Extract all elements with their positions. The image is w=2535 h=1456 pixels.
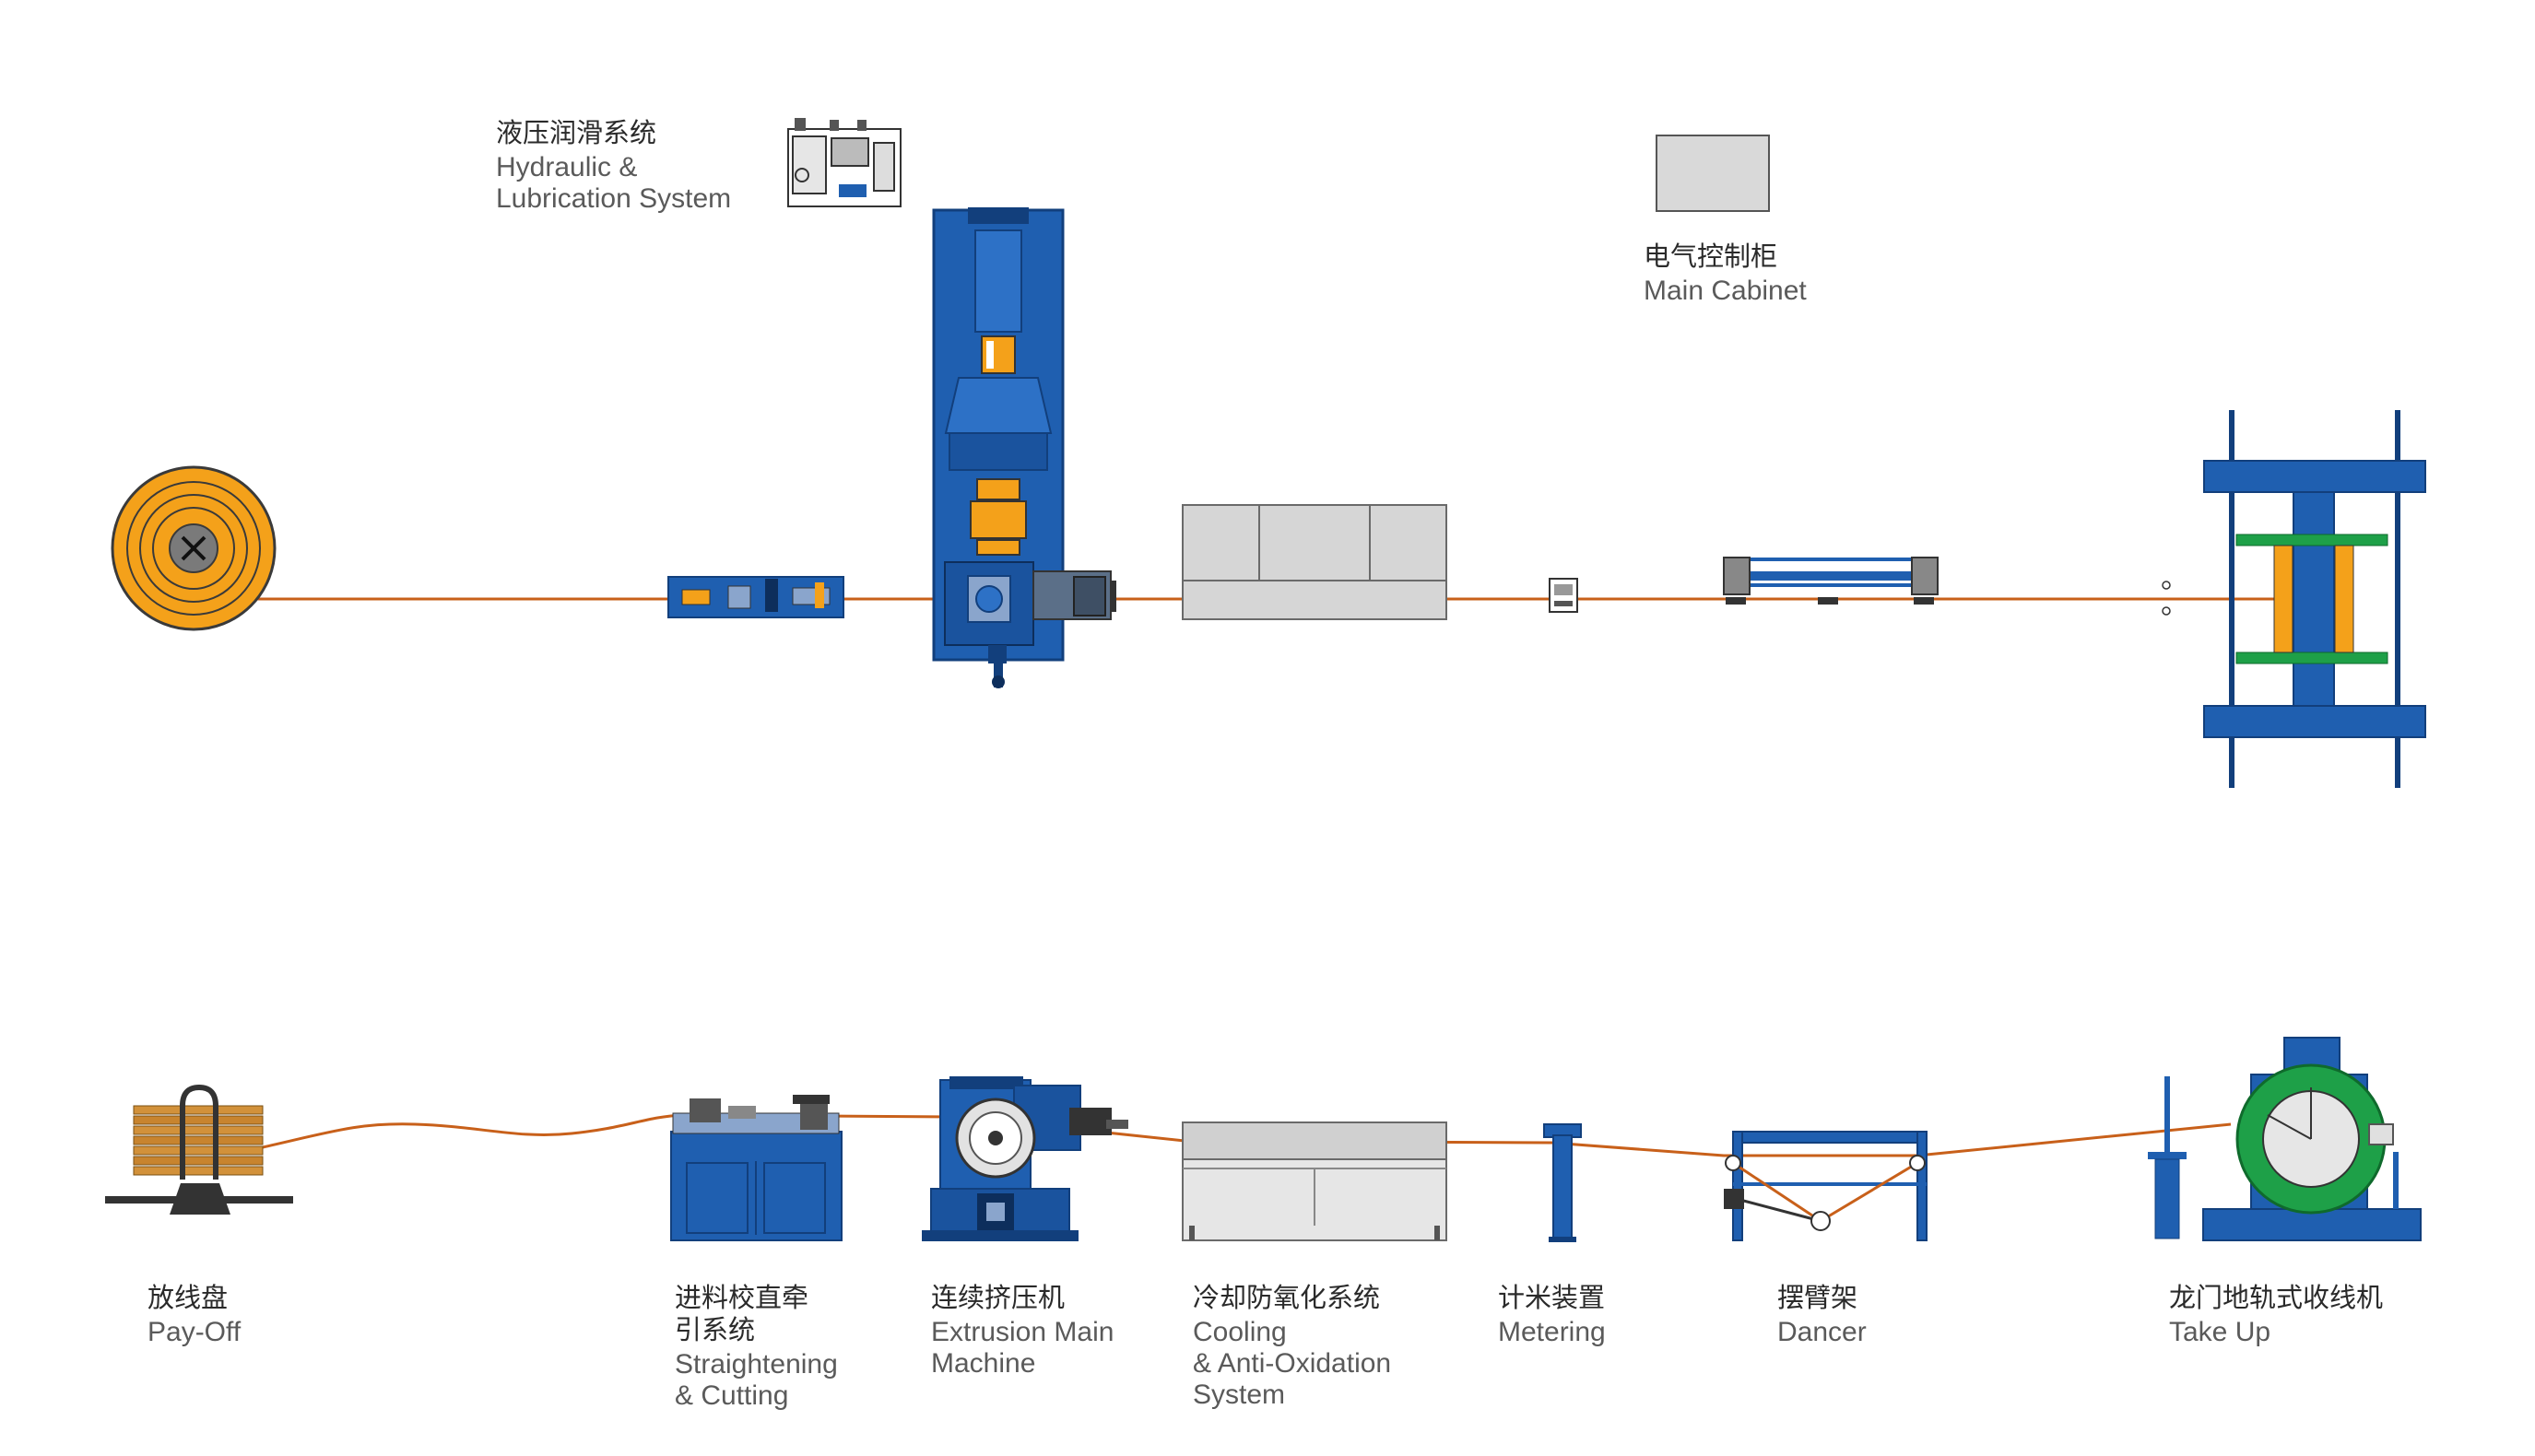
label-cooling-en-2: & Anti-Oxidation [1193,1348,1392,1379]
label-metering-zh: 计米装置 [1498,1282,1606,1313]
label-extrusion-en-2: Machine [931,1348,1036,1379]
straightener-top [667,576,844,618]
label-extrusion-zh: 连续挤压机 [931,1282,1066,1313]
metering-top [1549,578,1578,613]
label-hydraulic-en-2: Lubrication System [496,183,732,214]
label-payoff: 放线盘 Pay-Off [147,1285,241,1350]
label-extrusion-en-1: Extrusion Main [931,1317,1114,1347]
cooling-tank-top [1182,504,1447,620]
label-metering: 计米装置 Metering [1498,1285,1606,1350]
take-up-top [2162,410,2426,788]
label-dancer-en: Dancer [1777,1317,1867,1347]
label-straightening-zh-2: 引系统 [675,1314,756,1345]
label-cooling-en-3: System [1193,1380,1286,1410]
label-cooling-en-1: Cooling [1193,1317,1287,1347]
label-straightening-zh-1: 进料校直牵 [675,1282,809,1313]
side-view [105,1037,2422,1242]
label-metering-en: Metering [1498,1317,1606,1347]
label-cooling: 冷却防氧化系统 Cooling & Anti-Oxidation System [1193,1285,1391,1413]
label-cooling-zh: 冷却防氧化系统 [1193,1282,1381,1313]
label-takeup: 龙门地轨式收线机 Take Up [2169,1285,2383,1350]
extrusion-machine-top [932,207,1116,688]
top-view [111,118,2426,788]
label-hydraulic: 液压润滑系统 Hydraulic & Lubrication System [496,120,731,217]
label-cabinet-zh: 电气控制柜 [1644,241,1778,272]
label-straightening-en-2: & Cutting [675,1380,789,1411]
label-cabinet: 电气控制柜 Main Cabinet [1644,243,1807,309]
label-payoff-zh: 放线盘 [147,1282,229,1313]
label-extrusion: 连续挤压机 Extrusion Main Machine [931,1285,1114,1381]
take-up-side [2148,1037,2422,1241]
metering-side [1543,1123,1582,1242]
label-dancer: 摆臂架 Dancer [1777,1285,1867,1350]
label-payoff-en: Pay-Off [147,1317,242,1347]
main-cabinet [1656,135,1770,212]
dancer-top [1723,557,1939,605]
label-straightening-en-1: Straightening [675,1349,838,1380]
dancer-side [1724,1131,1928,1241]
label-takeup-en: Take Up [2169,1317,2271,1347]
label-takeup-zh: 龙门地轨式收线机 [2169,1282,2384,1313]
straightener-side [670,1095,843,1241]
label-cabinet-en: Main Cabinet [1644,276,1807,306]
cooling-tank-side [1182,1121,1447,1241]
payoff-side [105,1084,293,1215]
label-dancer-zh: 摆臂架 [1777,1282,1858,1313]
extrusion-machine-side [922,1076,1128,1241]
payoff-reel-top [111,465,277,631]
side-wire [262,1113,2232,1157]
hydraulic-unit [787,118,902,207]
label-hydraulic-en-1: Hydraulic & [496,152,638,182]
label-hydraulic-zh: 液压润滑系统 [496,117,657,148]
label-straightening: 进料校直牵 引系统 Straightening & Cutting [675,1285,838,1414]
